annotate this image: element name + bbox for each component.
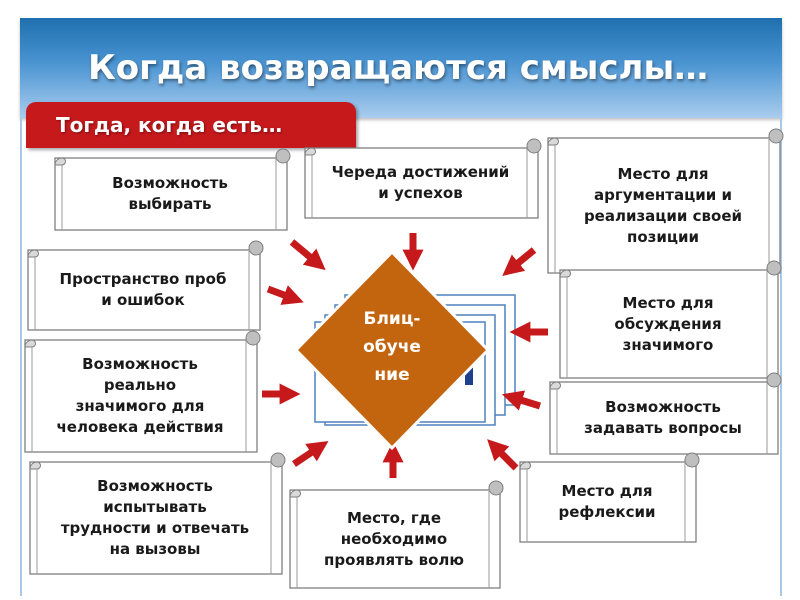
scroll-box-choose xyxy=(54,148,291,231)
arrow-reflection xyxy=(487,439,519,471)
arrow-argumentation xyxy=(502,247,537,276)
scroll-box-reflection xyxy=(519,452,700,543)
scroll-text-willpower: Место, где необходимо проявлять волю xyxy=(324,508,464,569)
scroll-box-willpower xyxy=(289,480,504,589)
scroll-text-argumentation: Место для аргументации и реализации свое… xyxy=(583,164,743,246)
arrows-group xyxy=(262,233,548,478)
subtitle-tab-label: Тогда, когда есть… xyxy=(56,113,283,137)
scroll-box-meaningful-action xyxy=(24,330,261,453)
frame-border-left xyxy=(20,118,22,596)
scroll-box-questions xyxy=(549,372,782,455)
arrow-choose xyxy=(289,239,326,271)
arrow-difficulties xyxy=(292,441,329,467)
scroll-box-trial-error xyxy=(27,240,264,331)
scroll-text-discussion: Место для обсуждения значимого xyxy=(614,293,722,354)
subtitle-tab xyxy=(26,102,356,148)
arrow-questions xyxy=(501,390,542,411)
scroll-text-meaningful-action: Возможность реально значимого для челове… xyxy=(56,355,224,436)
scroll-text-difficulties: Возможность испытывать трудности и отвеч… xyxy=(60,477,250,558)
scroll-text-questions: Возможность задавать вопросы xyxy=(584,398,742,437)
scroll-box-argumentation xyxy=(547,128,784,274)
scroll-text-reflection: Место для рефлексии xyxy=(558,482,656,521)
scroll-box-difficulties xyxy=(29,452,286,575)
scroll-text-achievements: Череда достижений и успехов xyxy=(331,163,510,202)
center-diamond xyxy=(293,249,491,451)
arrow-trial-error xyxy=(266,285,304,305)
scroll-text-trial-error: Пространство проб и ошибок xyxy=(59,270,227,309)
center-label: Блиц- обуче ние xyxy=(363,309,421,385)
scroll-text-choose: Возможность выбирать xyxy=(112,174,228,213)
scrolls-group xyxy=(24,128,784,589)
slide-title: Когда возвращаются смыслы… xyxy=(88,48,709,88)
header-band xyxy=(20,18,782,118)
scroll-box-discussion xyxy=(559,260,782,379)
frame-border-right xyxy=(780,118,782,596)
scroll-box-achievements xyxy=(304,138,542,219)
